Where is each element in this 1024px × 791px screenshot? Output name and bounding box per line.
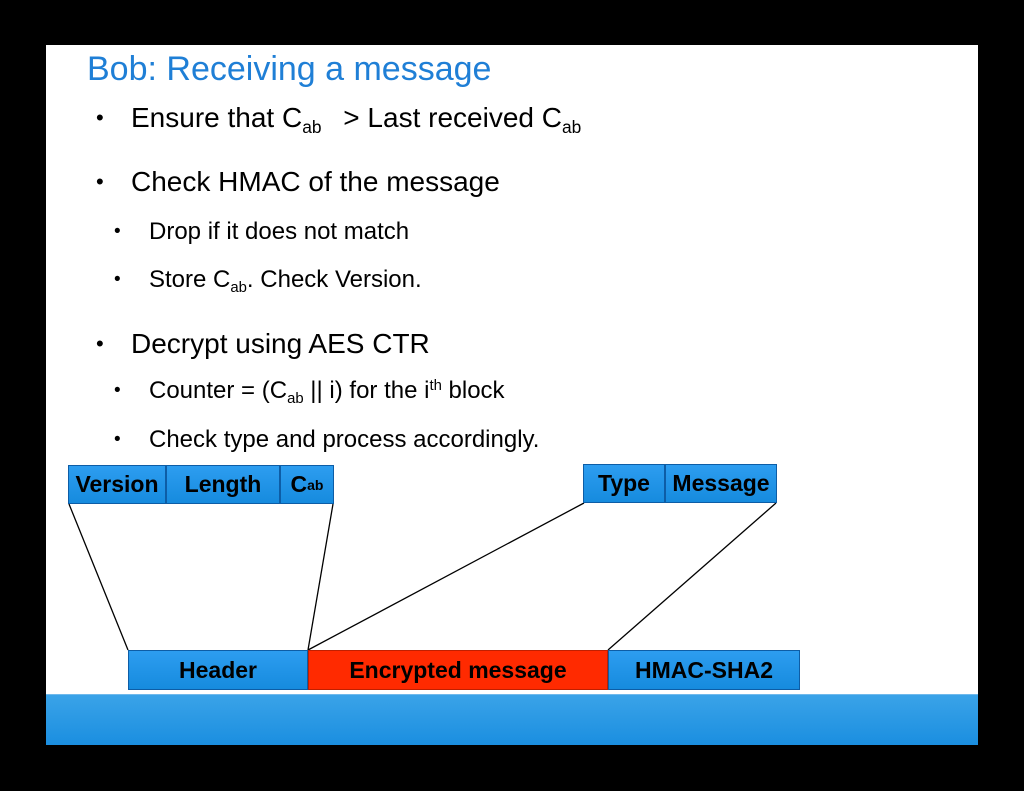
- connector-lines: [68, 502, 777, 651]
- bullet-text: block: [441, 377, 505, 404]
- field-length: Length: [166, 465, 280, 504]
- bullet-text: > Last received C: [335, 102, 562, 133]
- bullet-dot: •: [114, 221, 121, 242]
- connector-payload-right: [607, 502, 777, 651]
- field-message: Message: [665, 464, 777, 503]
- field-version: Version: [68, 465, 166, 504]
- bullet-dot: •: [96, 331, 104, 356]
- bullet-text: Ensure that C: [131, 102, 303, 133]
- subscript: ab: [302, 117, 322, 138]
- bullet-text: Drop if it does not match: [149, 218, 410, 245]
- subscript: ab: [230, 280, 247, 297]
- bullet-dot: •: [114, 269, 121, 290]
- bullet-text: || i) for the i: [303, 377, 430, 404]
- bullet-text: Check type and process accordingly.: [149, 426, 540, 453]
- bullet-dot: •: [96, 169, 104, 194]
- footer-band: [46, 694, 978, 745]
- bullet-text: Counter = (C: [149, 377, 288, 404]
- bullet-dot: •: [114, 429, 121, 450]
- slide-title: Bob: Receiving a message: [87, 50, 492, 88]
- connector-payload-left: [307, 502, 585, 651]
- packet-hmac: HMAC-SHA2: [608, 650, 800, 690]
- packet-header: Header: [128, 650, 308, 690]
- field-type: Type: [583, 464, 665, 503]
- subscript: ab: [561, 117, 582, 138]
- bullet-dot: •: [96, 105, 104, 130]
- bullet-text: . Check Version.: [246, 266, 422, 293]
- bullet-text: Decrypt using AES CTR: [131, 328, 430, 359]
- bullet-text: Store C: [149, 266, 231, 293]
- subscript: ab: [287, 391, 304, 408]
- connector-header-right: [307, 503, 334, 651]
- bullet-text: Check HMAC of the message: [131, 166, 500, 197]
- field-counter-label: C: [290, 471, 308, 497]
- bullet-dot: •: [114, 380, 121, 401]
- packet-encrypted-message: Encrypted message: [308, 650, 608, 690]
- slide: Bob: Receiving a message • Ensure that C…: [46, 45, 978, 745]
- connector-header-left: [68, 503, 129, 651]
- superscript: th: [429, 377, 442, 394]
